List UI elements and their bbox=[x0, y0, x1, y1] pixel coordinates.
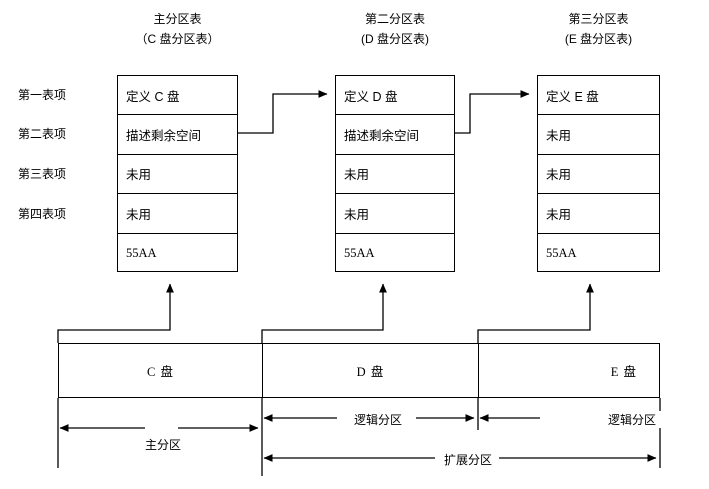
dimension-label-extended: 扩展分区 bbox=[437, 451, 499, 468]
table-row: 定义 C 盘 bbox=[118, 76, 237, 116]
link-diskd-to-table2 bbox=[261, 283, 387, 343]
table-row: 描述剩余空间 bbox=[118, 115, 237, 155]
table-subtitle-2: (D 盘分区表) bbox=[361, 32, 429, 46]
disk-segment-label: D 盘 bbox=[356, 365, 385, 379]
table-row: 定义 D 盘 bbox=[336, 76, 454, 116]
table-title-main-1: 主分区表 bbox=[153, 12, 202, 26]
table-subtitle-1: （C 盘分区表） bbox=[135, 32, 220, 46]
table-row: 未用 bbox=[118, 194, 237, 234]
dimension-label-logical-1: 逻辑分区 bbox=[340, 411, 416, 428]
link-table2-to-table3 bbox=[455, 90, 530, 134]
link-diske-to-table3 bbox=[477, 283, 594, 343]
table-row: 未用 bbox=[538, 155, 659, 195]
entry-label-3: 第三表项 bbox=[18, 167, 67, 181]
dimension-label-logical-2: 逻辑分区 bbox=[598, 411, 666, 428]
table-title-main-3: 第三分区表 bbox=[568, 12, 629, 26]
table-row: 55AA bbox=[546, 245, 577, 260]
partition-table-3: 定义 E 盘 未用 未用 未用 55AA bbox=[537, 75, 660, 272]
table-title-main-2: 第二分区表 bbox=[364, 12, 425, 26]
partition-table-2: 定义 D 盘 描述剩余空间 未用 未用 55AA bbox=[335, 75, 455, 272]
entry-label-4: 第四表项 bbox=[18, 207, 67, 221]
table-row: 未用 bbox=[336, 194, 454, 234]
table-row: 描述剩余空间 bbox=[336, 115, 454, 155]
table-row: 55AA bbox=[126, 245, 157, 260]
table-row: 未用 bbox=[538, 194, 659, 234]
link-table1-to-table2 bbox=[238, 90, 328, 134]
table-row: 55AA bbox=[344, 245, 375, 260]
disk-segment-label: E 盘 bbox=[610, 365, 637, 379]
dimension-label-primary: 主分区 bbox=[122, 436, 204, 453]
table-row: 未用 bbox=[336, 155, 454, 195]
table-row: 定义 E 盘 bbox=[538, 76, 659, 116]
disk-segment-c: C 盘 bbox=[59, 344, 262, 397]
disk-segment-label: C 盘 bbox=[147, 365, 174, 379]
table-subtitle-3: (E 盘分区表) bbox=[564, 32, 633, 46]
link-diskc-to-table1 bbox=[57, 283, 174, 343]
table-row: 未用 bbox=[118, 155, 237, 195]
partition-table-1: 定义 C 盘 描述剩余空间 未用 未用 55AA bbox=[117, 75, 238, 272]
table-row: 未用 bbox=[538, 115, 659, 155]
entry-label-2: 第二表项 bbox=[18, 127, 67, 141]
entry-label-1: 第一表项 bbox=[18, 88, 67, 102]
disk-segment-d: D 盘 bbox=[262, 344, 478, 397]
disk-segment-e: E 盘 bbox=[478, 344, 659, 397]
disk-layout-bar: C 盘 D 盘 E 盘 bbox=[58, 343, 660, 398]
